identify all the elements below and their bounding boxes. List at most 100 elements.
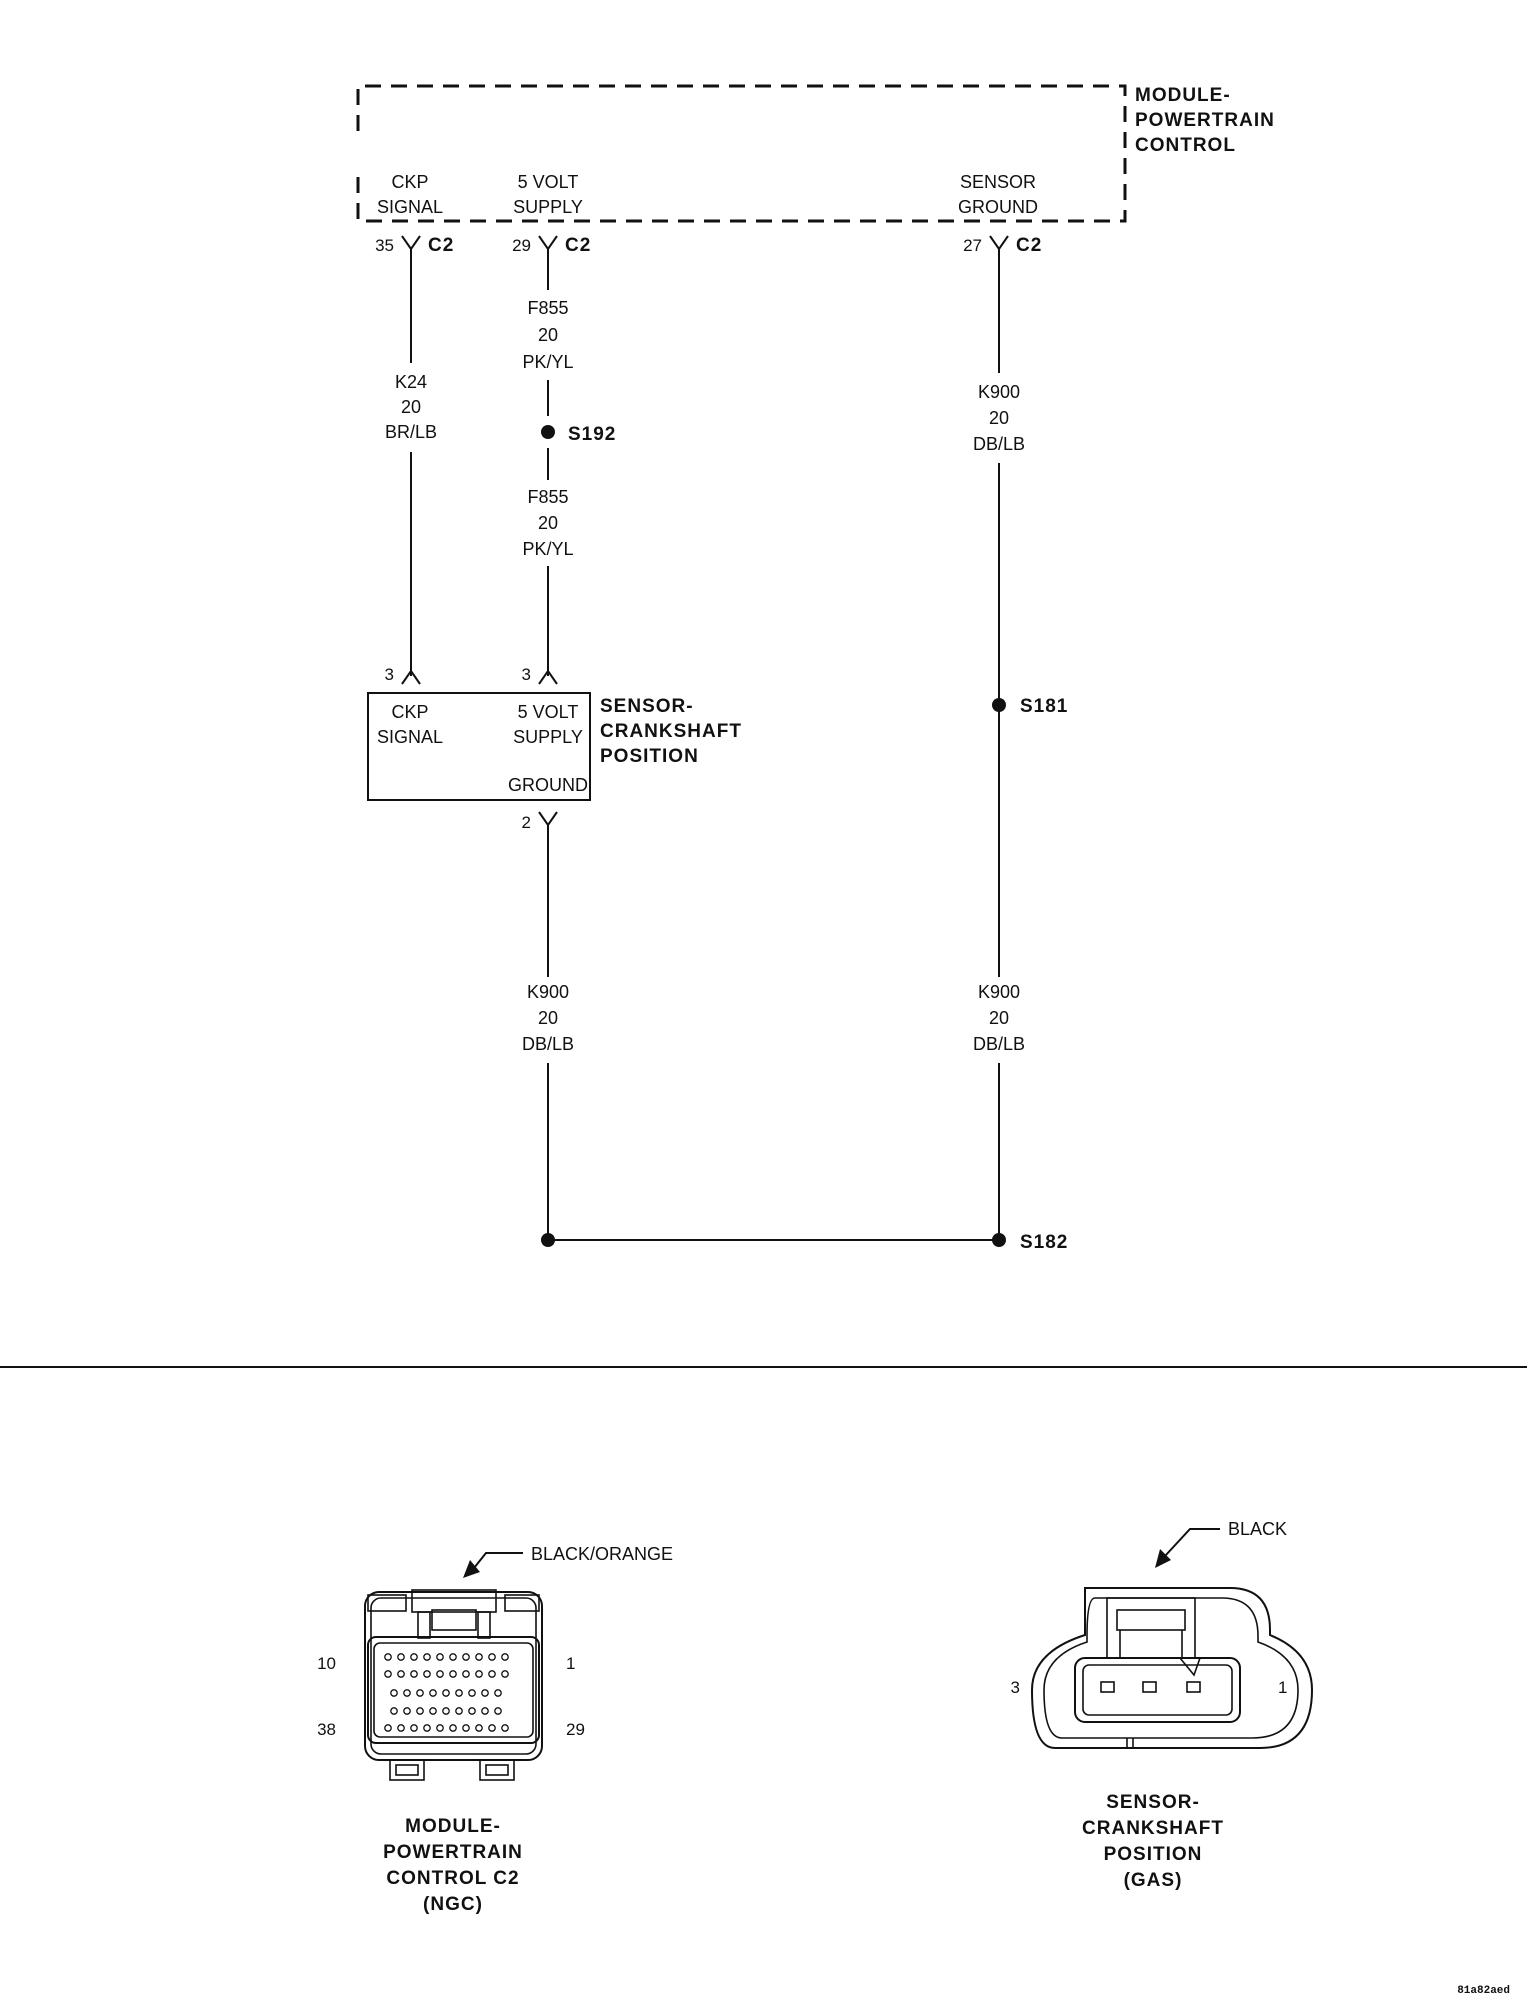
connector-pin-face-inner — [373, 1642, 534, 1738]
connector-pin-cavity — [410, 1670, 418, 1678]
connector-housing — [364, 1591, 543, 1761]
connector-pin-cavity — [397, 1653, 405, 1661]
pcm-supply-label-2: SUPPLY — [513, 197, 583, 217]
connector-pin-cavity — [468, 1689, 476, 1697]
connector-pin-cavity — [501, 1653, 509, 1661]
connector-pin-cavity — [462, 1653, 470, 1661]
connector-tab — [389, 1759, 425, 1781]
terminal-fork-icon — [989, 235, 1009, 251]
wire-circuit: K24 — [395, 372, 427, 392]
connector-id: C2 — [428, 235, 454, 256]
wire-color: PK/YL — [522, 352, 573, 372]
connector-pin-cavity — [390, 1707, 398, 1715]
pcm-connector-caption-3: CONTROL C2 — [386, 1868, 519, 1889]
connector-pin-cavity — [481, 1707, 489, 1715]
pcm-dashed-outline — [356, 84, 1127, 223]
connector-tab — [367, 1594, 407, 1612]
wire-color: BR/LB — [385, 422, 437, 442]
connector-pin-cavity — [475, 1670, 483, 1678]
connector-tab-slot — [485, 1764, 509, 1776]
pcm-ckp-label-1: CKP — [391, 172, 428, 192]
sensor-name-line-1: SENSOR- — [600, 696, 694, 717]
connector-pin-cavity — [449, 1724, 457, 1732]
wire-circuit: K900 — [978, 382, 1020, 402]
connector-pin-cavity — [449, 1653, 457, 1661]
ckp-connector-pin-1: 1 — [1278, 1678, 1287, 1697]
pcm-connector-pin-10: 10 — [317, 1654, 336, 1673]
connector-pin-face — [367, 1636, 540, 1744]
ckp-sensor: 3 3 CKP SIGNAL 5 VOLT SUPPLY GROUND SENS… — [367, 665, 741, 832]
connector-pin-cavity — [488, 1670, 496, 1678]
connector-pin-cavity — [416, 1707, 424, 1715]
ckp-connector-caption-4: (GAS) — [1124, 1870, 1183, 1891]
sensor-body — [367, 692, 591, 801]
splice-s182: S182 — [541, 1232, 1067, 1253]
connector-pin-cavity — [416, 1689, 424, 1697]
wire-circuit: K900 — [527, 982, 569, 1002]
splice-s181-label: S181 — [1020, 696, 1068, 717]
connector-pin-cavity — [1142, 1681, 1157, 1693]
connector-pin-cavity — [1186, 1681, 1201, 1693]
sensor-supply-label-1: 5 VOLT — [518, 702, 579, 722]
splice-s192-dot — [541, 425, 555, 439]
connector-pin-cavity — [442, 1707, 450, 1715]
wire-gauge: 20 — [989, 1008, 1009, 1028]
connector-pin-cavity — [384, 1670, 392, 1678]
ckp-sensor-connector: BLACK 3 1 SENSOR- CRANKSHAFT POSITION (G… — [1011, 1519, 1314, 1891]
connector-pin-cavity — [390, 1689, 398, 1697]
terminal-fork-icon — [538, 235, 558, 251]
pcm-module: MODULE- POWERTRAIN CONTROL CKP SIGNAL 5 … — [356, 84, 1274, 223]
figure-id: 81a82aed — [1457, 1985, 1510, 1997]
connector-tab-slot — [395, 1764, 419, 1776]
pcm-connector-caption-2: POWERTRAIN — [383, 1842, 523, 1863]
connector-pin-cavity — [397, 1670, 405, 1678]
wire-gauge: 20 — [538, 325, 558, 345]
connector-tab — [479, 1759, 515, 1781]
terminal-fork-icon — [538, 669, 558, 685]
connector-id: C2 — [565, 235, 591, 256]
pcm-pin-29: 29 C2 — [512, 235, 591, 256]
splice-s192-label: S192 — [568, 424, 616, 445]
ckp-connector-caption-3: POSITION — [1104, 1844, 1203, 1865]
connector-housing-inner — [370, 1597, 537, 1755]
wire-k900-left: K900 20 DB/LB — [522, 825, 574, 1240]
connector-pin-cavity — [429, 1707, 437, 1715]
wire-gauge: 20 — [538, 513, 558, 533]
connector-pin-cavity — [436, 1724, 444, 1732]
wire-gauge: 20 — [538, 1008, 558, 1028]
connector-housing-inner — [1043, 1597, 1299, 1739]
connector-pin-cavity — [429, 1689, 437, 1697]
connector-latch-post — [477, 1611, 491, 1639]
pcm-connector-caption-4: (NGC) — [423, 1894, 483, 1915]
pcm-name-line-3: CONTROL — [1135, 135, 1236, 156]
connector-pin-cavity — [481, 1689, 489, 1697]
pcm-ground-label-2: GROUND — [958, 197, 1038, 217]
pcm-name-line-1: MODULE- — [1135, 85, 1231, 106]
terminal-fork-icon — [401, 669, 421, 685]
splice-dot — [541, 1233, 555, 1247]
connector-pin-cavity — [403, 1689, 411, 1697]
connector-pin-cavity — [462, 1670, 470, 1678]
wire-circuit: K900 — [978, 982, 1020, 1002]
pcm-pin-27: 27 C2 — [963, 235, 1042, 256]
ckp-connector-color: BLACK — [1228, 1519, 1287, 1539]
connector-tab — [504, 1594, 540, 1612]
pcm-connector-pin-38: 38 — [317, 1720, 336, 1739]
connector-id: C2 — [1016, 235, 1042, 256]
connector-pin-cavity — [403, 1707, 411, 1715]
pcm-connector-caption-1: MODULE- — [405, 1816, 501, 1837]
wire-color: DB/LB — [973, 434, 1025, 454]
pin-number: 35 — [375, 236, 394, 255]
sensor-pin-ckp: 3 — [385, 665, 394, 684]
wire-circuit: F855 — [527, 487, 568, 507]
connector-pin-cavity — [410, 1724, 418, 1732]
connector-pin-cavity — [488, 1653, 496, 1661]
pcm-connector-pin-29: 29 — [566, 1720, 585, 1739]
wire-f855: F855 20 PK/YL S192 F855 20 PK/YL — [522, 249, 616, 676]
wire-k24: K24 20 BR/LB — [385, 249, 437, 676]
connector-pin-array — [384, 1653, 509, 1732]
connector-pin-cavity — [501, 1724, 509, 1732]
leader-line — [473, 1552, 523, 1569]
connector-pin-cavity — [384, 1653, 392, 1661]
